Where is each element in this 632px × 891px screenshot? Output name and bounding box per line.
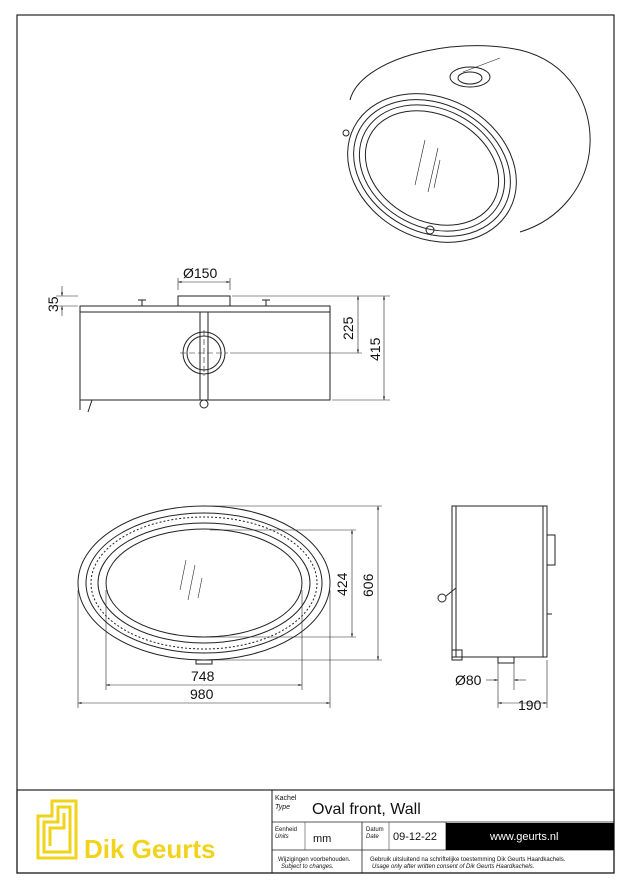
dim-flue-diameter: Ø150 — [183, 265, 217, 281]
dim-top-height: 35 — [45, 296, 61, 312]
title-block — [16, 789, 615, 874]
unit-value: mm — [313, 833, 331, 845]
dim-bottom-connection: Ø80 — [455, 672, 482, 688]
top-view — [56, 278, 390, 413]
dim-depth: 190 — [518, 697, 542, 713]
dik-geurts-logo — [36, 799, 78, 860]
notice-en: Subject to changes. — [281, 864, 334, 870]
dim-total-height: 415 — [367, 337, 383, 361]
dim-flue-center-height: 225 — [340, 316, 356, 340]
dim-glass-width: 748 — [191, 668, 215, 684]
usage-en: Usage only after written consent of Dik … — [372, 864, 534, 870]
date-label: Datum — [366, 827, 384, 833]
side-view — [437, 505, 556, 708]
type-label-en: Type — [275, 804, 290, 811]
date-value: 09-12-22 — [393, 831, 437, 843]
dim-front-height: 606 — [360, 573, 376, 597]
notice-nl: Wijzigingen voorbehouden. — [278, 857, 351, 863]
usage-nl: Gebruik uitsluitend na schriftelijke toe… — [370, 857, 566, 863]
website-url: www.geurts.nl — [489, 831, 558, 843]
dim-glass-height: 424 — [334, 572, 350, 596]
drawing-title: Oval front, Wall — [312, 801, 421, 818]
unit-label: Eenheid — [275, 827, 297, 833]
dim-front-width: 980 — [190, 686, 214, 702]
type-label: Kachel — [275, 795, 297, 802]
unit-label-en: Units — [275, 834, 289, 840]
isometric-view — [342, 45, 591, 243]
front-view — [77, 505, 382, 708]
brand-name: Dik Geurts — [84, 834, 216, 864]
url-bar — [446, 823, 614, 850]
date-label-en: Date — [366, 834, 379, 840]
drawing-border — [16, 14, 615, 874]
